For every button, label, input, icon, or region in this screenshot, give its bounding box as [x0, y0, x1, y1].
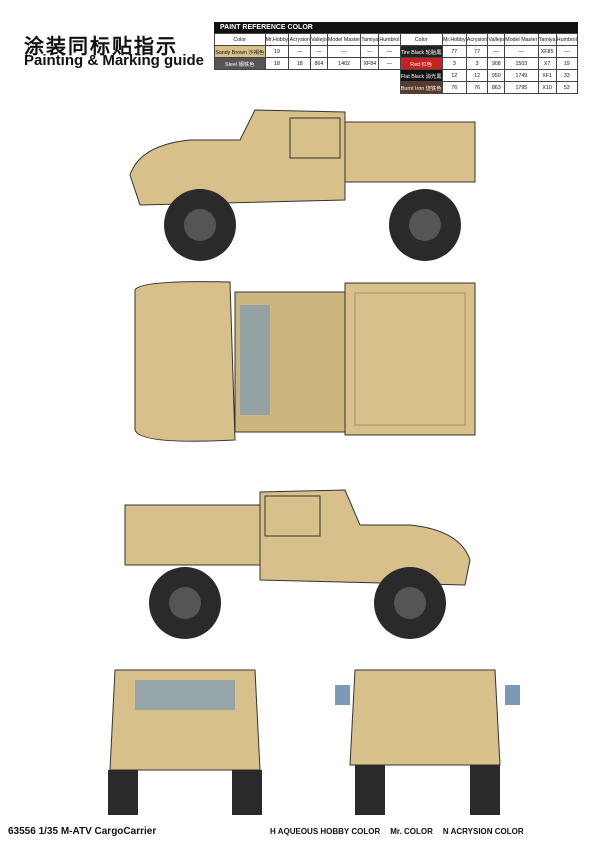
- title-english: Painting & Marking guide: [24, 52, 205, 69]
- title-chinese: 涂装同标贴指示: [24, 34, 178, 58]
- table-row: Burnt Iron 烧铁色 76 76 863 1795 X10 53: [215, 81, 579, 94]
- side-view-right: [124, 489, 471, 639]
- table-row: Steel 钢铁色 18 18 864 1402 XF84 — Red 红色 3…: [214, 57, 579, 70]
- product-code: 63556 1/35 M-ATV CargoCarrier: [8, 826, 157, 837]
- legend: H AQUEOUS HOBBY COLOR Mr. COLOR N ACRYSI…: [270, 827, 524, 836]
- rear-view: [335, 669, 520, 815]
- legend-mr: Mr. COLOR: [390, 827, 433, 836]
- legend-acrysion: N ACRYSION COLOR: [442, 827, 524, 836]
- paint-reference-table: Color Mr.Hobby Acrysion Vallejo Model Ma…: [214, 33, 579, 94]
- side-view-left: [129, 109, 476, 261]
- front-view: [108, 669, 262, 815]
- legend-aqueous: H AQUEOUS HOBBY COLOR: [270, 827, 381, 836]
- top-view: [134, 281, 476, 442]
- paint-table-header: PAINT REFERENCE COLOR: [214, 22, 578, 33]
